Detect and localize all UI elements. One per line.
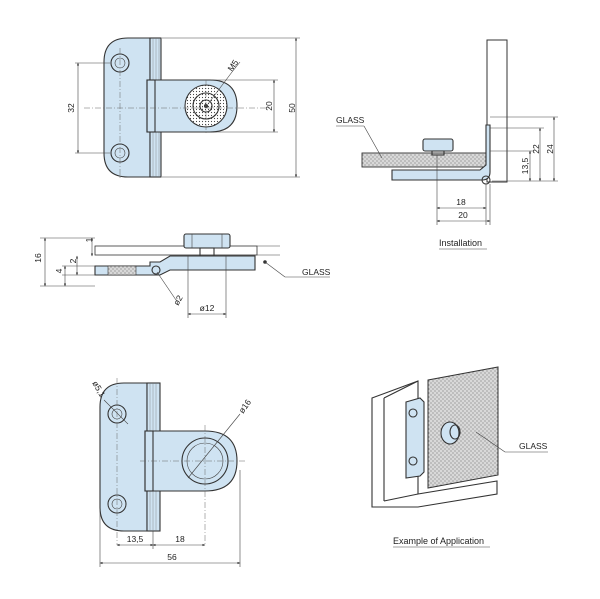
inst-screw <box>422 138 454 152</box>
bottom-plate-left <box>99 382 148 532</box>
app-caption: Example of Application <box>393 536 484 546</box>
side-glass-label: GLASS <box>302 267 331 277</box>
app-glass-label: GLASS <box>519 441 548 451</box>
side-dim-1: 1 <box>84 237 94 242</box>
inst-vertical-panel <box>486 39 508 183</box>
inst-glass-label: GLASS <box>336 115 365 125</box>
side-view: 16 4 2 1 ø2 ø12 GLASS <box>33 233 331 318</box>
app-glass-panel <box>427 366 499 489</box>
inst-bracket <box>391 124 491 181</box>
top-dim-m5: M5 <box>225 58 240 74</box>
side-dim-d12: ø12 <box>200 303 215 313</box>
inst-dim-18: 18 <box>456 197 466 207</box>
inst-dim-24: 24 <box>545 144 555 154</box>
top-dim-32: 32 <box>66 103 76 113</box>
top-dim-50: 50 <box>287 103 297 113</box>
bottom-dim-13-5: 13,5 <box>127 534 144 544</box>
bottom-dim-18: 18 <box>175 534 185 544</box>
side-dim-16: 16 <box>33 253 43 263</box>
installation-view: GLASS 13,5 22 24 18 20 Installation <box>336 39 558 250</box>
side-dim-r2: ø2 <box>171 293 185 307</box>
side-plate-hatch <box>107 265 137 276</box>
top-dim-20: 20 <box>264 101 274 111</box>
side-knob <box>183 233 231 249</box>
bottom-dim-d16: ø16 <box>236 397 253 415</box>
inst-dim-22: 22 <box>531 144 541 154</box>
inst-caption: Installation <box>439 238 482 248</box>
application-view: GLASS Example of Application <box>371 366 548 548</box>
bottom-view: ø5,1 ø16 13,5 18 56 <box>90 378 253 567</box>
bottom-dim-56: 56 <box>167 552 177 562</box>
side-dim-4: 4 <box>54 268 64 273</box>
inst-dim-13-5: 13,5 <box>520 157 530 174</box>
side-glass-sheet <box>94 245 258 256</box>
side-pivot <box>151 265 161 275</box>
inst-glass <box>361 152 491 168</box>
top-view: 32 50 20 M5 <box>66 37 300 178</box>
inst-dim-20: 20 <box>458 210 468 220</box>
side-dim-2: 2 <box>68 258 78 263</box>
top-plate-left <box>103 37 151 178</box>
